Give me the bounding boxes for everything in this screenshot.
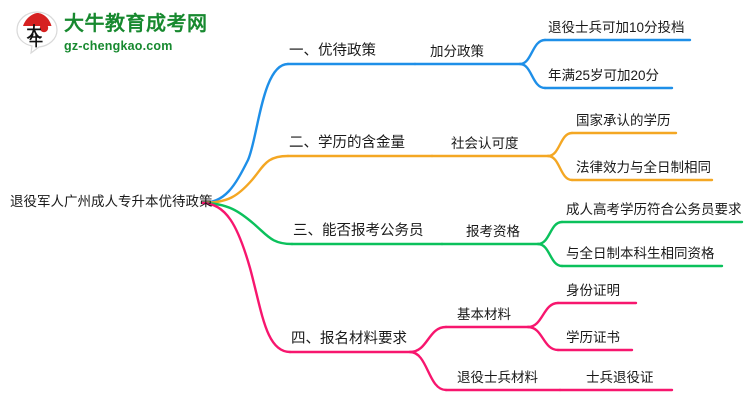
- leaf-branch-1-2[interactable]: 年满25岁可加20分: [548, 68, 660, 83]
- node-branch-2-child-1[interactable]: 社会认可度: [451, 136, 519, 151]
- logo-text: 大牛教育成考网 gz-chengkao.com: [64, 12, 224, 54]
- node-branch-3[interactable]: 三、能否报考公务员: [293, 223, 424, 239]
- node-branch-3-child-1[interactable]: 报考资格: [466, 224, 520, 239]
- leaf-branch-4-1[interactable]: 身份证明: [566, 283, 620, 298]
- leaf-branch-4-3[interactable]: 士兵退役证: [586, 370, 654, 385]
- leaf-branch-2-2[interactable]: 法律效力与全日制相同: [576, 160, 711, 175]
- mindmap-root-node[interactable]: 退役军人广州成人专升本优待政策: [10, 194, 213, 209]
- leaf-branch-3-2[interactable]: 与全日制本科生相同资格: [566, 246, 715, 261]
- node-branch-4[interactable]: 四、报名材料要求: [291, 331, 407, 347]
- node-branch-4-child-2[interactable]: 退役士兵材料: [457, 370, 538, 385]
- node-branch-4-child-1[interactable]: 基本材料: [457, 307, 511, 322]
- logo-subtitle: gz-chengkao.com: [64, 39, 173, 53]
- leaf-branch-3-1[interactable]: 成人高考学历符合公务员要求: [566, 202, 742, 217]
- leaf-branch-2-1[interactable]: 国家承认的学历: [576, 113, 671, 128]
- node-branch-1[interactable]: 一、优待政策: [289, 43, 376, 59]
- svg-text:大: 大: [26, 23, 41, 41]
- leaf-branch-1-1[interactable]: 退役士兵可加10分投档: [548, 20, 685, 35]
- leaf-branch-4-2[interactable]: 学历证书: [566, 330, 620, 345]
- node-branch-1-child-1[interactable]: 加分政策: [430, 44, 484, 59]
- logo-title: 大牛教育成考网: [64, 13, 208, 35]
- node-branch-2[interactable]: 二、学历的含金量: [289, 135, 405, 151]
- site-logo[interactable]: 大 牛 大牛教育成考网 gz-chengkao.com: [10, 8, 225, 60]
- logo-badge-icon: 大 牛: [14, 10, 60, 56]
- svg-text:牛: 牛: [29, 33, 43, 49]
